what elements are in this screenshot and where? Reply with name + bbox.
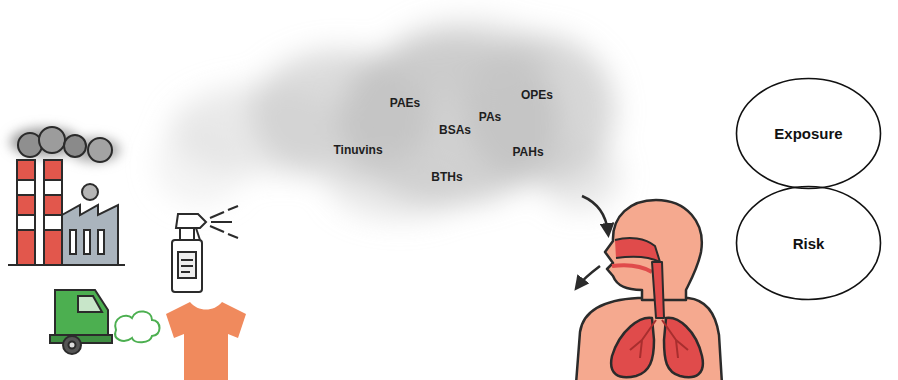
ellipse-node: Risk [735,185,882,301]
node-label: Risk [793,235,825,252]
ellipse-shape [737,79,881,189]
tshirt-icon [166,302,246,380]
chemical-label: PAHs [512,145,543,159]
chemical-label: OPEs [521,88,553,102]
ellipse-node: Exposure [735,77,882,190]
factory-icon [8,127,125,265]
smoke-cloud [155,20,620,220]
truck-icon [50,290,160,354]
chemical-label: PAs [479,110,501,124]
chemical-label: Tinuvins [333,143,382,157]
chemical-label: BSAs [439,123,471,137]
human-respiratory-figure [576,196,722,380]
spray-bottle-icon [172,206,238,292]
node-label: Exposure [774,125,842,142]
ellipse-shape [737,187,881,300]
chemical-label: BTHs [431,170,462,184]
chemical-label: PAEs [390,96,420,110]
